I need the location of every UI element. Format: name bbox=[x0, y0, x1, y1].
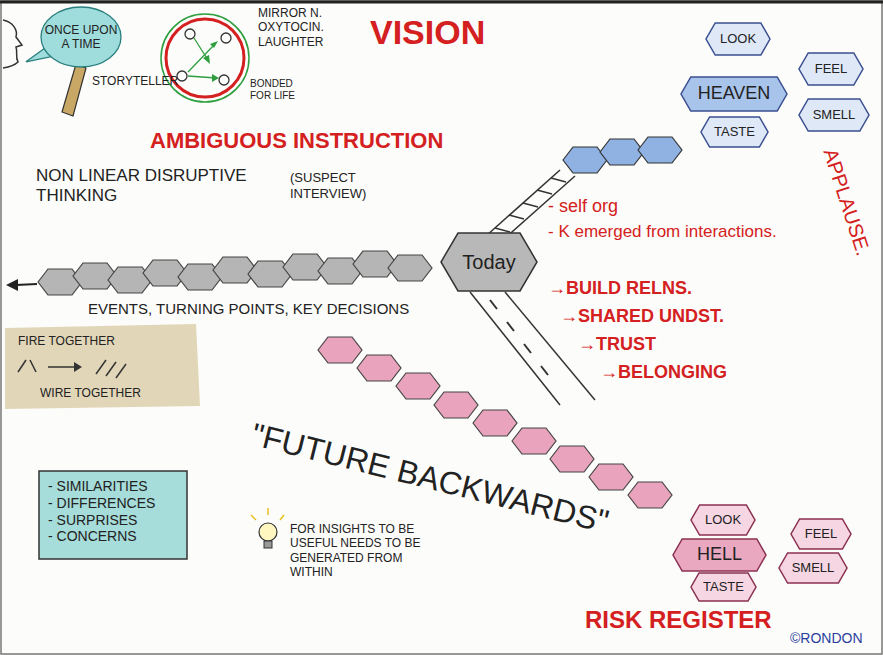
text-holder: - SIMILARITIES- DIFFERENCES- SURPRISES- … bbox=[38, 470, 188, 553]
heaven-hexagon: FEEL bbox=[798, 52, 864, 86]
node-text: LOOK bbox=[705, 512, 741, 528]
handwritten-note: - K emerged from interactions. bbox=[548, 222, 778, 242]
node-text: Today bbox=[462, 250, 515, 274]
text-holder: HELL bbox=[672, 538, 767, 572]
handwritten-note: STORYTELLER bbox=[92, 74, 178, 88]
node-text: HELL bbox=[697, 544, 742, 566]
neuron-patch bbox=[5, 324, 200, 409]
handwritten-note: NON LINEAR DISRUPTIVE THINKING bbox=[36, 166, 268, 207]
handwritten-note: ©RONDON bbox=[790, 630, 863, 647]
heaven-hexagon: SMELL bbox=[798, 98, 870, 132]
node-text: - DIFFERENCES bbox=[48, 495, 155, 512]
text-holder: SMELL bbox=[798, 98, 870, 132]
heaven-path bbox=[563, 137, 682, 173]
hell-hexagon: FEEL bbox=[790, 518, 852, 550]
handwritten-note: WIRE TOGETHER bbox=[40, 386, 141, 400]
past-arrow bbox=[6, 279, 37, 291]
hell-hexagon: TASTE bbox=[690, 572, 757, 602]
hell-hexagon: HELL bbox=[672, 538, 767, 572]
handwritten-note: APPLAUSE. bbox=[818, 145, 875, 258]
node-text: LOOK bbox=[720, 31, 756, 47]
node-text: TASTE bbox=[703, 579, 744, 595]
handwritten-note: RISK REGISTER bbox=[585, 606, 772, 635]
heaven-hexagon: HEAVEN bbox=[680, 76, 788, 112]
text-holder: HEAVEN bbox=[680, 76, 788, 112]
node-text: SMELL bbox=[792, 560, 835, 576]
text-holder: TASTE bbox=[700, 116, 769, 148]
handwritten-note: VISION bbox=[370, 12, 485, 53]
handwritten-note: →BUILD RELNS. bbox=[548, 278, 692, 300]
node-text: - SIMILARITIES bbox=[48, 478, 148, 495]
handwritten-note: MIRROR N. OXYTOCIN. LAUGHTER bbox=[258, 6, 338, 49]
handwritten-note: EVENTS, TURNING POINTS, KEY DECISIONS bbox=[88, 300, 409, 318]
node-text: FEEL bbox=[805, 526, 838, 542]
text-holder: SMELL bbox=[778, 552, 848, 584]
text-holder: Today bbox=[440, 232, 538, 292]
text-holder: ONCE UPON A TIME bbox=[40, 6, 122, 68]
bond-circle bbox=[161, 14, 249, 102]
node-text: - CONCERNS bbox=[48, 528, 137, 545]
text-holder: FEEL bbox=[798, 52, 864, 86]
heaven-hexagon: LOOK bbox=[705, 22, 771, 56]
handwritten-note: FOR INSIGHTS TO BE USEFUL NEEDS TO BE GE… bbox=[290, 522, 440, 580]
text-holder: LOOK bbox=[690, 504, 756, 536]
handwritten-note: FIRE TOGETHER bbox=[18, 334, 115, 348]
face-profile bbox=[3, 20, 22, 68]
text-holder: TASTE bbox=[690, 572, 757, 602]
today-hexagon: Today bbox=[440, 232, 538, 292]
handwritten-note: AMBIGUOUS INSTRUCTION bbox=[150, 128, 443, 154]
handwritten-note: →TRUST bbox=[578, 334, 656, 356]
handwritten-note: BONDED FOR LIFE bbox=[250, 78, 300, 102]
hell-hexagon: SMELL bbox=[778, 552, 848, 584]
node-text: ONCE UPON A TIME bbox=[40, 23, 122, 52]
handwritten-note: →SHARED UNDST. bbox=[560, 306, 724, 328]
heaven-hexagon: TASTE bbox=[700, 116, 769, 148]
node-text: - SURPRISES bbox=[48, 512, 137, 529]
node-text: HEAVEN bbox=[698, 83, 771, 105]
hell-hexagon: LOOK bbox=[690, 504, 756, 536]
handwritten-note: →BELONGING bbox=[600, 362, 727, 384]
list-box: - SIMILARITIES- DIFFERENCES- SURPRISES- … bbox=[38, 470, 188, 560]
speech-bubble: ONCE UPON A TIME bbox=[40, 6, 122, 68]
handwritten-note: (SUSPECT INTERVIEW) bbox=[290, 170, 385, 201]
text-holder: FEEL bbox=[790, 518, 852, 550]
handwritten-note: - self org bbox=[548, 196, 618, 218]
node-text: SMELL bbox=[813, 107, 856, 123]
text-holder: LOOK bbox=[705, 22, 771, 56]
lightbulb bbox=[251, 508, 284, 548]
past-path bbox=[38, 251, 432, 295]
node-text: TASTE bbox=[714, 124, 755, 140]
node-text: FEEL bbox=[815, 61, 848, 77]
